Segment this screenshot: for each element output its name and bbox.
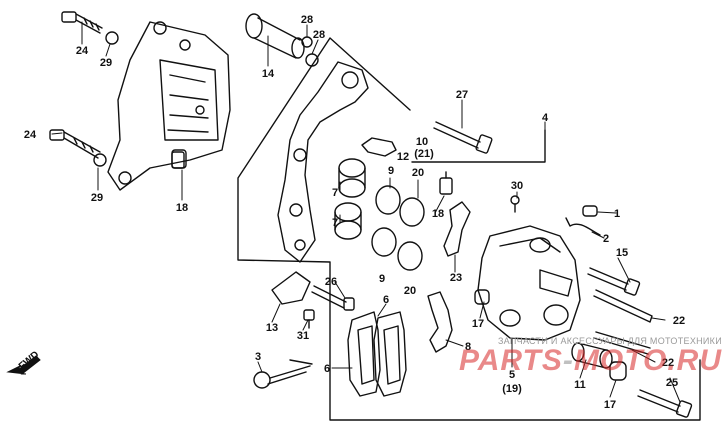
watermark: ЗАПЧАСТИ И АКСЕССУАРЫ ДЛЯ МОТОТЕХНИКИ PA… [459, 336, 722, 378]
spring-2 [565, 217, 601, 236]
fwd-direction-arrow: FWD [6, 349, 41, 375]
label-24a: 24 [76, 45, 89, 57]
caliper-body-5 [477, 225, 581, 341]
label-6b: 6 [324, 363, 330, 375]
seal-20-upper [399, 197, 425, 227]
label-18a: 18 [176, 202, 188, 214]
pin-3 [253, 359, 313, 389]
brake-pad-6-inner [373, 311, 407, 397]
label-30: 30 [511, 180, 523, 192]
bolt-25 [637, 389, 693, 418]
brake-pad-6-outer [347, 311, 381, 397]
label-5: 5 [509, 369, 515, 381]
label-20a: 20 [412, 167, 424, 179]
label-21: (21) [414, 148, 434, 160]
bracket-13 [271, 271, 311, 305]
sleeve-11 [571, 342, 613, 369]
callout-labels: 24 29 24 29 18 28 28 14 27 4 10 12 (21) … [24, 14, 685, 411]
label-28b: 28 [313, 29, 325, 41]
bolt-15 [587, 267, 641, 296]
seal-20-lower [397, 241, 423, 271]
label-3: 3 [255, 351, 261, 363]
piston-7-lower [334, 202, 362, 240]
logo-mid: MOTO [573, 344, 668, 377]
label-25: 25 [666, 377, 678, 389]
bolt-27 [433, 121, 493, 154]
label-8: 8 [465, 341, 471, 353]
label-20b: 20 [404, 285, 416, 297]
bleeder-18-right [439, 171, 453, 195]
label-22b: 22 [662, 357, 674, 369]
label-9b: 9 [379, 273, 385, 285]
washer-29-upper [105, 31, 119, 45]
cap-1 [582, 205, 598, 217]
logo-separator: - [562, 344, 574, 377]
assembly-boundary-line [237, 37, 701, 421]
label-28a: 28 [301, 14, 313, 26]
label-7b: 7 [332, 217, 338, 229]
label-23: 23 [450, 272, 462, 284]
boot-17-left [474, 289, 490, 305]
label-29a: 29 [100, 57, 112, 69]
label-1: 1 [614, 208, 620, 220]
label-24b: 24 [24, 129, 37, 141]
label-7a: 7 [332, 187, 338, 199]
label-18b: 18 [432, 208, 444, 220]
label-15: 15 [616, 247, 628, 259]
label-11: 11 [574, 379, 586, 391]
watermark-logo: PARTS-MOTO.RU [459, 344, 722, 378]
logo-main: PARTS [458, 344, 563, 377]
logo-tld: .RU [667, 344, 722, 377]
label-31: 31 [297, 330, 309, 342]
label-10: 10 [416, 136, 428, 148]
pad-spring-8 [427, 291, 453, 353]
pin-22-upper [593, 289, 653, 323]
washer-29-lower [93, 153, 107, 167]
label-26: 26 [325, 276, 337, 288]
label-14: 14 [262, 68, 275, 80]
label-4: 4 [542, 112, 549, 124]
label-13: 13 [266, 322, 278, 334]
pin-22-lower [593, 331, 651, 355]
piston-7-upper [338, 158, 366, 198]
bolt-26 [311, 285, 355, 311]
bolt-30 [510, 195, 520, 213]
label-9a: 9 [388, 165, 394, 177]
seal-9-lower [371, 227, 397, 257]
label-2: 2 [603, 233, 609, 245]
leader-lines [51, 21, 681, 403]
boot-17-right [609, 361, 627, 381]
watermark-subtitle: ЗАПЧАСТИ И АКСЕССУАРЫ ДЛЯ МОТОТЕХНИКИ [497, 336, 722, 346]
bolt-24-lower [49, 129, 101, 159]
bolt-31 [303, 309, 315, 329]
pin-14 [245, 13, 305, 59]
seal-9-upper [375, 185, 401, 215]
label-22a: 22 [673, 315, 685, 327]
clip-12 [361, 137, 397, 157]
label-29b: 29 [91, 192, 103, 204]
label-6a: 6 [383, 294, 389, 306]
caliper-bracket-left [107, 21, 231, 191]
caliper-bracket-center [277, 61, 369, 263]
label-17a: 17 [472, 318, 484, 330]
label-19: (19) [502, 383, 522, 395]
label-27: 27 [456, 89, 468, 101]
label-17b: 17 [604, 399, 616, 411]
bolt-24-upper [61, 11, 103, 34]
pin-18-left [171, 151, 185, 169]
label-12: 12 [397, 151, 409, 163]
bracket-23 [443, 201, 471, 257]
